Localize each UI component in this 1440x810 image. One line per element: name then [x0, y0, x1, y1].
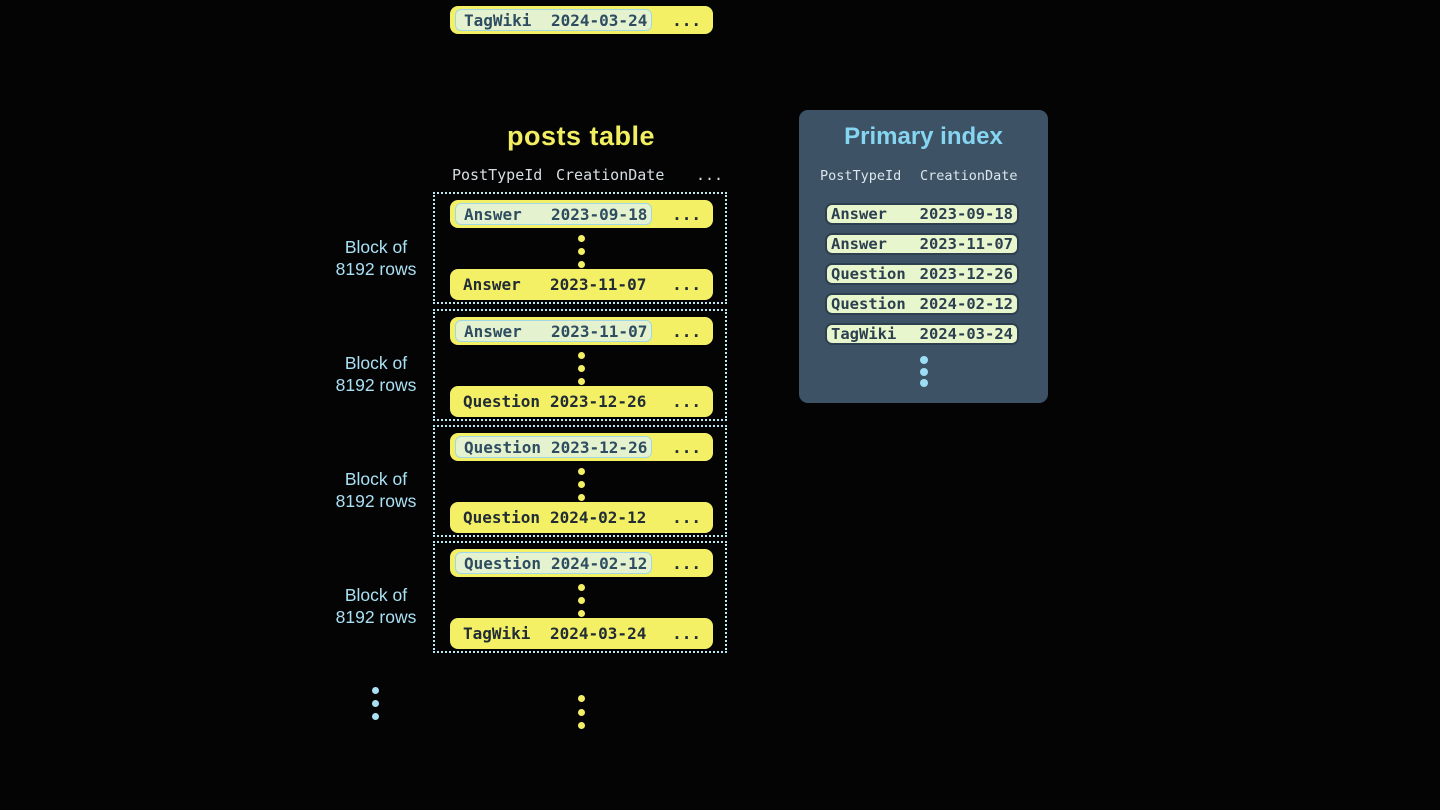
block-label-line1: Block of [344, 353, 408, 373]
posts-column-header-creationdate: CreationDate [556, 166, 665, 184]
creation-date-cell: 2024-03-24 [550, 624, 647, 643]
more-columns-ellipsis: ... [672, 392, 701, 411]
post-type-cell: Question [464, 437, 542, 457]
table-row: TagWiki 2024-03-24 ... [450, 618, 713, 649]
creation-date-cell: 2024-02-12 [919, 295, 1013, 313]
index-column-header-posttypeid: PostTypeId [820, 168, 902, 184]
indexed-row-highlight: TagWiki 2024-03-24 [455, 9, 652, 31]
table-row: Answer 2023-11-07 ... [450, 269, 713, 300]
more-columns-ellipsis: ... [672, 204, 701, 224]
block-label-line2: 8192 rows [335, 258, 417, 279]
creation-date-cell: 2023-11-07 [551, 321, 648, 341]
more-columns-ellipsis: ... [672, 437, 701, 457]
post-type-cell: Question [831, 295, 906, 313]
post-type-cell: Answer [831, 235, 887, 253]
creation-date-cell: 2024-02-12 [550, 508, 647, 527]
creation-date-cell: 2023-09-18 [919, 205, 1013, 223]
posts-block-1: Answer 2023-09-18 ... Answer 2023-11-07 … [433, 192, 727, 304]
block-label-line1: Block of [344, 585, 408, 605]
index-entry: Answer 2023-11-07 [825, 233, 1019, 255]
index-entry: Answer 2023-09-18 [825, 203, 1019, 225]
table-row: Answer 2023-09-18 ... [450, 200, 713, 228]
block-label-1: Block of 8192 rows [306, 237, 446, 280]
creation-date-cell: 2023-12-26 [551, 437, 648, 457]
index-entries: Answer 2023-09-18 Answer 2023-11-07 Ques… [825, 203, 1019, 345]
creation-date-cell: 2024-03-24 [919, 325, 1013, 343]
block-label-line2: 8192 rows [335, 490, 417, 511]
block-label-3: Block of 8192 rows [306, 469, 446, 512]
posts-block-2: Answer 2023-11-07 ... Question 2023-12-2… [433, 309, 727, 421]
hidden-rows-dots [450, 584, 713, 617]
primary-index-panel: Primary index PostTypeId CreationDate An… [799, 110, 1048, 403]
post-type-cell: Answer [463, 275, 521, 294]
post-type-cell: Answer [831, 205, 887, 223]
indexed-row-highlight: Question 2023-12-26 [455, 436, 652, 458]
posts-block-4: Question 2024-02-12 ... TagWiki 2024-03-… [433, 541, 727, 653]
post-type-cell: Question [831, 265, 906, 283]
post-type-cell: TagWiki [831, 325, 897, 343]
more-index-entries-dots [799, 356, 1048, 387]
more-blocks-dots [372, 687, 379, 720]
block-label-line2: 8192 rows [335, 606, 417, 627]
more-columns-ellipsis: ... [672, 321, 701, 341]
more-rows-dots [450, 695, 713, 729]
index-column-header-creationdate: CreationDate [920, 168, 1018, 184]
more-columns-ellipsis: ... [672, 10, 701, 30]
posts-column-header-ellipsis: ... [696, 166, 724, 184]
block-label-4: Block of 8192 rows [306, 585, 446, 628]
index-entry: Question 2024-02-12 [825, 293, 1019, 315]
creation-date-cell: 2024-03-24 [551, 10, 648, 30]
indexed-row-highlight: Answer 2023-09-18 [455, 203, 652, 225]
table-row: Question 2024-02-12 ... [450, 502, 713, 533]
creation-date-cell: 2023-11-07 [919, 235, 1013, 253]
post-type-cell: Answer [464, 321, 522, 341]
posts-column-header-posttypeid: PostTypeId [452, 166, 543, 184]
index-entry: TagWiki 2024-03-24 [825, 323, 1019, 345]
creation-date-cell: 2023-11-07 [550, 275, 647, 294]
more-columns-ellipsis: ... [672, 553, 701, 573]
table-row: Question 2023-12-26 ... [450, 386, 713, 417]
indexed-row-highlight: Question 2024-02-12 [455, 552, 652, 574]
primary-index-title: Primary index [844, 123, 1003, 150]
post-type-cell: TagWiki [463, 624, 531, 643]
post-type-cell: Question [464, 553, 542, 573]
creation-date-cell: 2024-02-12 [551, 553, 648, 573]
table-row: Question 2023-12-26 ... [450, 433, 713, 461]
post-type-cell: TagWiki [464, 10, 532, 30]
posts-table-title: posts table [506, 121, 656, 151]
table-row-overflow: TagWiki 2024-03-24 ... [450, 6, 713, 34]
block-label-line1: Block of [344, 469, 408, 489]
more-columns-ellipsis: ... [672, 275, 701, 294]
creation-date-cell: 2023-09-18 [551, 204, 648, 224]
table-row: Question 2024-02-12 ... [450, 549, 713, 577]
index-entry: Question 2023-12-26 [825, 263, 1019, 285]
creation-date-cell: 2023-12-26 [550, 392, 647, 411]
block-label-2: Block of 8192 rows [306, 353, 446, 396]
post-type-cell: Question [463, 508, 541, 527]
post-type-cell: Question [463, 392, 541, 411]
more-columns-ellipsis: ... [672, 624, 701, 643]
table-row: Answer 2023-11-07 ... [450, 317, 713, 345]
hidden-rows-dots [450, 352, 713, 385]
more-columns-ellipsis: ... [672, 508, 701, 527]
block-label-line1: Block of [344, 237, 408, 257]
post-type-cell: Answer [464, 204, 522, 224]
hidden-rows-dots [450, 468, 713, 501]
hidden-rows-dots [450, 235, 713, 268]
creation-date-cell: 2023-12-26 [919, 265, 1013, 283]
posts-block-3: Question 2023-12-26 ... Question 2024-02… [433, 425, 727, 537]
indexed-row-highlight: Answer 2023-11-07 [455, 320, 652, 342]
block-label-line2: 8192 rows [335, 374, 417, 395]
